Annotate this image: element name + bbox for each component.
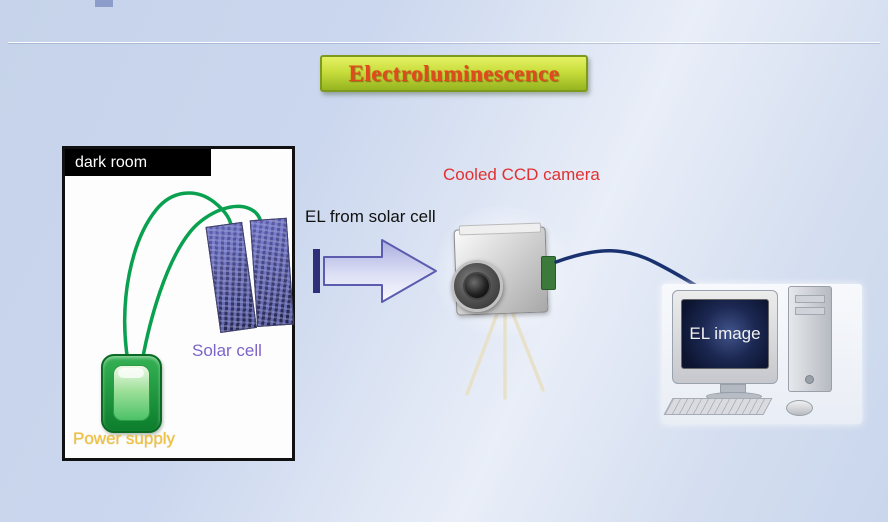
- el-arrow-shape: [323, 239, 437, 303]
- tower-drive-bay: [795, 295, 825, 303]
- el-arrow-label: EL from solar cell: [305, 207, 436, 226]
- title-banner: Electroluminescence: [320, 55, 588, 92]
- ccd-camera-label: Cooled CCD camera: [443, 165, 600, 184]
- header-divider-line: [8, 42, 880, 43]
- ccd-camera: [427, 206, 577, 403]
- el-arrow: [313, 239, 437, 303]
- computer-image: EL image: [662, 284, 862, 424]
- tripod-leg-left: [465, 312, 499, 396]
- camera-lens: [463, 272, 491, 300]
- solar-cell-image: [205, 216, 303, 339]
- power-supply-highlight: [118, 368, 144, 378]
- keyboard: [663, 398, 773, 415]
- computer-tower: [788, 286, 832, 392]
- top-left-decoration: [95, 0, 113, 7]
- el-emitter-bar: [313, 249, 320, 293]
- mouse: [786, 400, 813, 416]
- tripod-leg-right: [511, 312, 545, 392]
- el-image-label: EL image: [689, 324, 761, 343]
- dark-room-label: dark room: [65, 149, 211, 176]
- power-supply-label: Power supply: [73, 429, 176, 448]
- page-title: Electroluminescence: [348, 60, 560, 86]
- solar-panel-right: [249, 217, 295, 328]
- solar-cell-label: Solar cell: [192, 341, 262, 360]
- power-supply-unit: [101, 354, 162, 433]
- camera-tripod: [465, 312, 545, 400]
- tower-power-button: [805, 375, 814, 384]
- camera-circuit-board: [541, 256, 556, 290]
- monitor-screen: EL image: [681, 299, 769, 369]
- tower-drive-bay: [795, 307, 825, 315]
- monitor: EL image: [672, 290, 778, 384]
